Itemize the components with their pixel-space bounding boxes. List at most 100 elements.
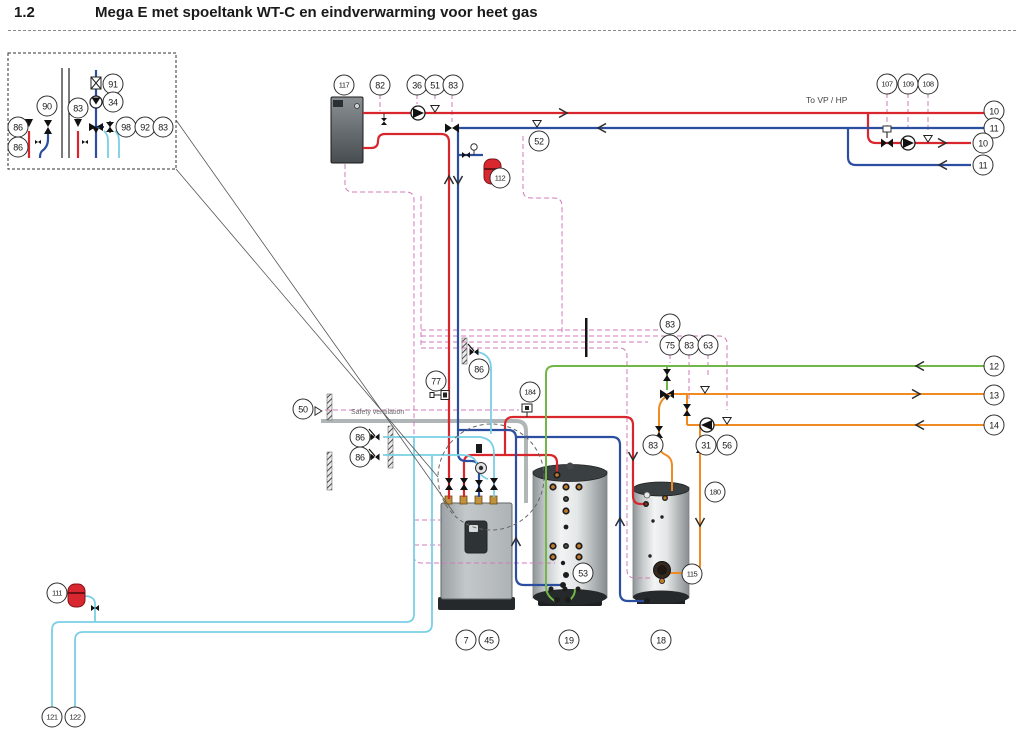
inset-leader-line-2 — [175, 168, 439, 478]
pipe-safety-line-1 — [383, 436, 495, 497]
valve-107-icon — [881, 138, 893, 148]
pumps — [89, 95, 916, 474]
header-divider — [8, 30, 1016, 31]
callout-90: 90 — [36, 95, 58, 117]
callout-86: 86 — [349, 446, 371, 468]
boiler-117 — [330, 96, 364, 164]
expansion-vessel-111 — [67, 583, 86, 608]
sensor-108-icon — [922, 135, 934, 144]
pipe-safety-line-3 — [477, 351, 492, 434]
callout-83: 83 — [67, 97, 89, 119]
callout-180: 180 — [704, 481, 726, 503]
callout-52: 52 — [528, 130, 550, 152]
three-way-valve-icon — [660, 389, 674, 401]
tank-ports — [548, 471, 671, 604]
callout-19: 19 — [558, 629, 580, 651]
sensors — [429, 105, 934, 426]
callout-91: 91 — [102, 73, 124, 95]
funnel-50-icon — [314, 405, 323, 417]
drain-82-icon — [381, 118, 387, 125]
callout-11: 11 — [972, 154, 994, 176]
callout-10: 10 — [972, 132, 994, 154]
callout-111: 111 — [46, 582, 68, 604]
flex-91-icon — [90, 76, 102, 90]
sensor-51-icon — [429, 105, 441, 114]
callout-83: 83 — [659, 313, 681, 335]
pipe-cold-feed-122 — [74, 455, 433, 710]
pipe-return-riser — [456, 128, 481, 497]
dhw-tank-18 — [632, 481, 690, 604]
sensor-52-icon — [531, 120, 543, 129]
pipe-tank19-return — [459, 428, 561, 587]
callout-86: 86 — [468, 358, 490, 380]
check-valve-83-icon — [445, 123, 459, 133]
callout-112: 112 — [489, 167, 511, 189]
callout-14: 14 — [983, 414, 1005, 436]
pipe-return-from-hp — [846, 128, 971, 167]
wall-hatch — [326, 337, 468, 491]
page-title: Mega E met spoeltank WT-C en eindverwarm… — [95, 4, 538, 21]
callout-77: 77 — [425, 370, 447, 392]
callout-109: 109 — [897, 73, 919, 95]
callout-117: 117 — [333, 74, 355, 96]
callout-12: 12 — [983, 355, 1005, 377]
callout-86: 86 — [7, 116, 29, 138]
callout-86: 86 — [7, 136, 29, 158]
drain-111-icon — [91, 605, 99, 611]
valve-83-inset-icon — [89, 123, 103, 133]
callout-121: 121 — [41, 706, 63, 728]
callout-75: 75 — [659, 334, 681, 356]
callout-31: 31 — [695, 434, 717, 456]
callout-184: 184 — [519, 381, 541, 403]
manifold-valve-icons — [445, 478, 498, 492]
callout-108: 108 — [917, 73, 939, 95]
sensor-56-icon — [721, 417, 733, 426]
callout-107: 107 — [876, 73, 898, 95]
callout-45: 45 — [478, 629, 500, 651]
callout-34: 34 — [102, 91, 124, 113]
sensor-63-icon — [699, 386, 711, 395]
cable-wall-tick — [585, 318, 588, 357]
callout-83: 83 — [642, 434, 664, 456]
callout-56: 56 — [716, 434, 738, 456]
pipe-to-tank18 — [503, 415, 643, 506]
signal-cables — [325, 93, 929, 579]
callout-13: 13 — [983, 384, 1005, 406]
safety-ventilation-label: Safety ventilation — [351, 409, 405, 416]
pipe-hot-to-hp — [866, 113, 971, 145]
pipe-cold-feed-121 — [51, 437, 415, 710]
callout-82: 82 — [369, 74, 391, 96]
callout-50: 50 — [292, 398, 314, 420]
valves — [25, 76, 893, 611]
flow-arrows — [443, 107, 948, 547]
green-pipes — [545, 365, 986, 603]
safety-vent-pipe — [314, 405, 528, 503]
callout-18: 18 — [650, 629, 672, 651]
inset-glyphs — [25, 76, 114, 144]
section-number: 1.2 — [14, 4, 35, 21]
callout-83: 83 — [678, 334, 700, 356]
pipe-boiler-riser — [363, 132, 451, 499]
callout-7: 7 — [455, 629, 477, 651]
callout-86: 86 — [349, 426, 371, 448]
valve-90-icon — [44, 120, 52, 134]
detail-inset-box — [7, 52, 455, 514]
callout-115: 115 — [681, 563, 703, 585]
to-vp-hp-label: To VP / HP — [806, 95, 848, 105]
green-valve-icon — [663, 369, 671, 381]
callout-98: 98 — [115, 116, 137, 138]
callout-63: 63 — [697, 334, 719, 356]
safety-valve-86-icons — [368, 343, 479, 461]
pipe-drinkwater-12 — [545, 365, 986, 603]
pipe-safety-line-2 — [383, 454, 489, 480]
callout-83: 83 — [442, 74, 464, 96]
inset-leader-line-1 — [175, 119, 455, 514]
callout-83: 83 — [152, 116, 174, 138]
manifold-detail-circle — [437, 423, 545, 531]
bypass-valve-icon — [683, 404, 691, 416]
heat-pump-7 — [438, 495, 515, 610]
red-pipes — [27, 111, 986, 506]
callout-122: 122 — [64, 706, 86, 728]
